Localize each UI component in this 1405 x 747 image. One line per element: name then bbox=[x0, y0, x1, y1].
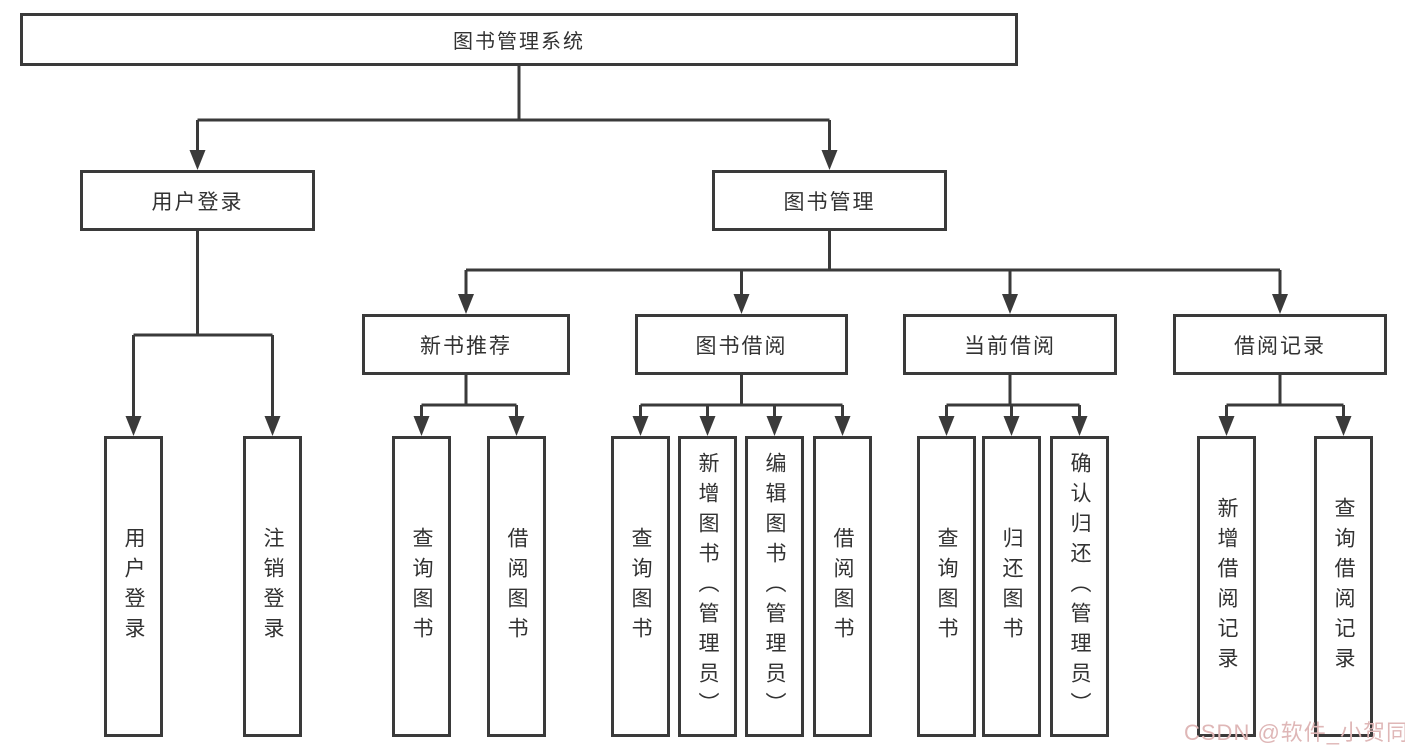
node-user-login-label: 用户登录 bbox=[151, 190, 244, 214]
leaf-borrow-books-label: 借阅图书 bbox=[831, 526, 854, 647]
leaf-borrow-books-recommend-label: 借阅图书 bbox=[505, 526, 528, 647]
leaf-add-borrow-record: 新增借阅记录 bbox=[1197, 436, 1256, 737]
leaf-query-borrow-record-label: 查询借阅记录 bbox=[1332, 496, 1355, 677]
leaf-add-borrow-record-label: 新增借阅记录 bbox=[1215, 496, 1238, 677]
node-borrow-records: 借阅记录 bbox=[1173, 314, 1387, 375]
connector-user-login-to-leaves bbox=[125, 231, 281, 436]
node-new-book-recommend-label: 新书推荐 bbox=[420, 334, 512, 358]
node-user-login: 用户登录 bbox=[80, 170, 315, 231]
leaf-query-books-current: 查询图书 bbox=[917, 436, 976, 737]
leaf-user-login-label: 用户登录 bbox=[122, 526, 145, 647]
leaf-query-books-borrow: 查询图书 bbox=[611, 436, 670, 737]
node-library-system: 图书管理系统 bbox=[20, 13, 1018, 66]
leaf-edit-books-admin: 编辑图书（管理员） bbox=[745, 436, 804, 737]
leaf-logout: 注销登录 bbox=[243, 436, 302, 737]
leaf-user-login: 用户登录 bbox=[104, 436, 163, 737]
leaf-query-borrow-record: 查询借阅记录 bbox=[1314, 436, 1373, 737]
connector-new-book-to-leaves bbox=[413, 375, 525, 436]
leaf-query-books-recommend-label: 查询图书 bbox=[410, 526, 433, 647]
node-borrow-records-label: 借阅记录 bbox=[1234, 334, 1326, 358]
connector-borrow-records-to-leaves bbox=[1218, 375, 1352, 436]
connector-root-to-level2 bbox=[189, 66, 838, 170]
node-current-borrow: 当前借阅 bbox=[903, 314, 1117, 375]
node-book-borrow: 图书借阅 bbox=[635, 314, 848, 375]
leaf-return-books: 归还图书 bbox=[982, 436, 1041, 737]
leaf-return-books-label: 归还图书 bbox=[1000, 526, 1023, 647]
node-book-management: 图书管理 bbox=[712, 170, 947, 231]
leaf-add-books-admin: 新增图书（管理员） bbox=[678, 436, 737, 737]
connector-book-borrow-to-leaves bbox=[632, 375, 851, 436]
leaf-edit-books-admin-label: 编辑图书（管理员） bbox=[763, 451, 786, 722]
csdn-watermark: CSDN @软件_小贺同学 bbox=[1184, 720, 1405, 745]
leaf-logout-label: 注销登录 bbox=[261, 526, 284, 647]
node-book-borrow-label: 图书借阅 bbox=[695, 334, 788, 358]
node-current-borrow-label: 当前借阅 bbox=[964, 334, 1056, 358]
leaf-add-books-admin-label: 新增图书（管理员） bbox=[696, 451, 719, 722]
leaf-borrow-books-recommend: 借阅图书 bbox=[487, 436, 546, 737]
node-book-management-label: 图书管理 bbox=[783, 190, 876, 214]
connector-current-borrow-to-leaves bbox=[938, 375, 1088, 436]
leaf-query-books-current-label: 查询图书 bbox=[935, 526, 958, 647]
leaf-borrow-books: 借阅图书 bbox=[813, 436, 872, 737]
leaf-query-books-borrow-label: 查询图书 bbox=[629, 526, 652, 647]
leaf-confirm-return-admin-label: 确认归还（管理员） bbox=[1068, 451, 1091, 722]
node-new-book-recommend: 新书推荐 bbox=[362, 314, 570, 375]
leaf-confirm-return-admin: 确认归还（管理员） bbox=[1050, 436, 1109, 737]
node-library-system-label: 图书管理系统 bbox=[453, 31, 585, 53]
leaf-query-books-recommend: 查询图书 bbox=[392, 436, 451, 737]
connector-book-mgmt-to-level3 bbox=[458, 231, 1288, 314]
